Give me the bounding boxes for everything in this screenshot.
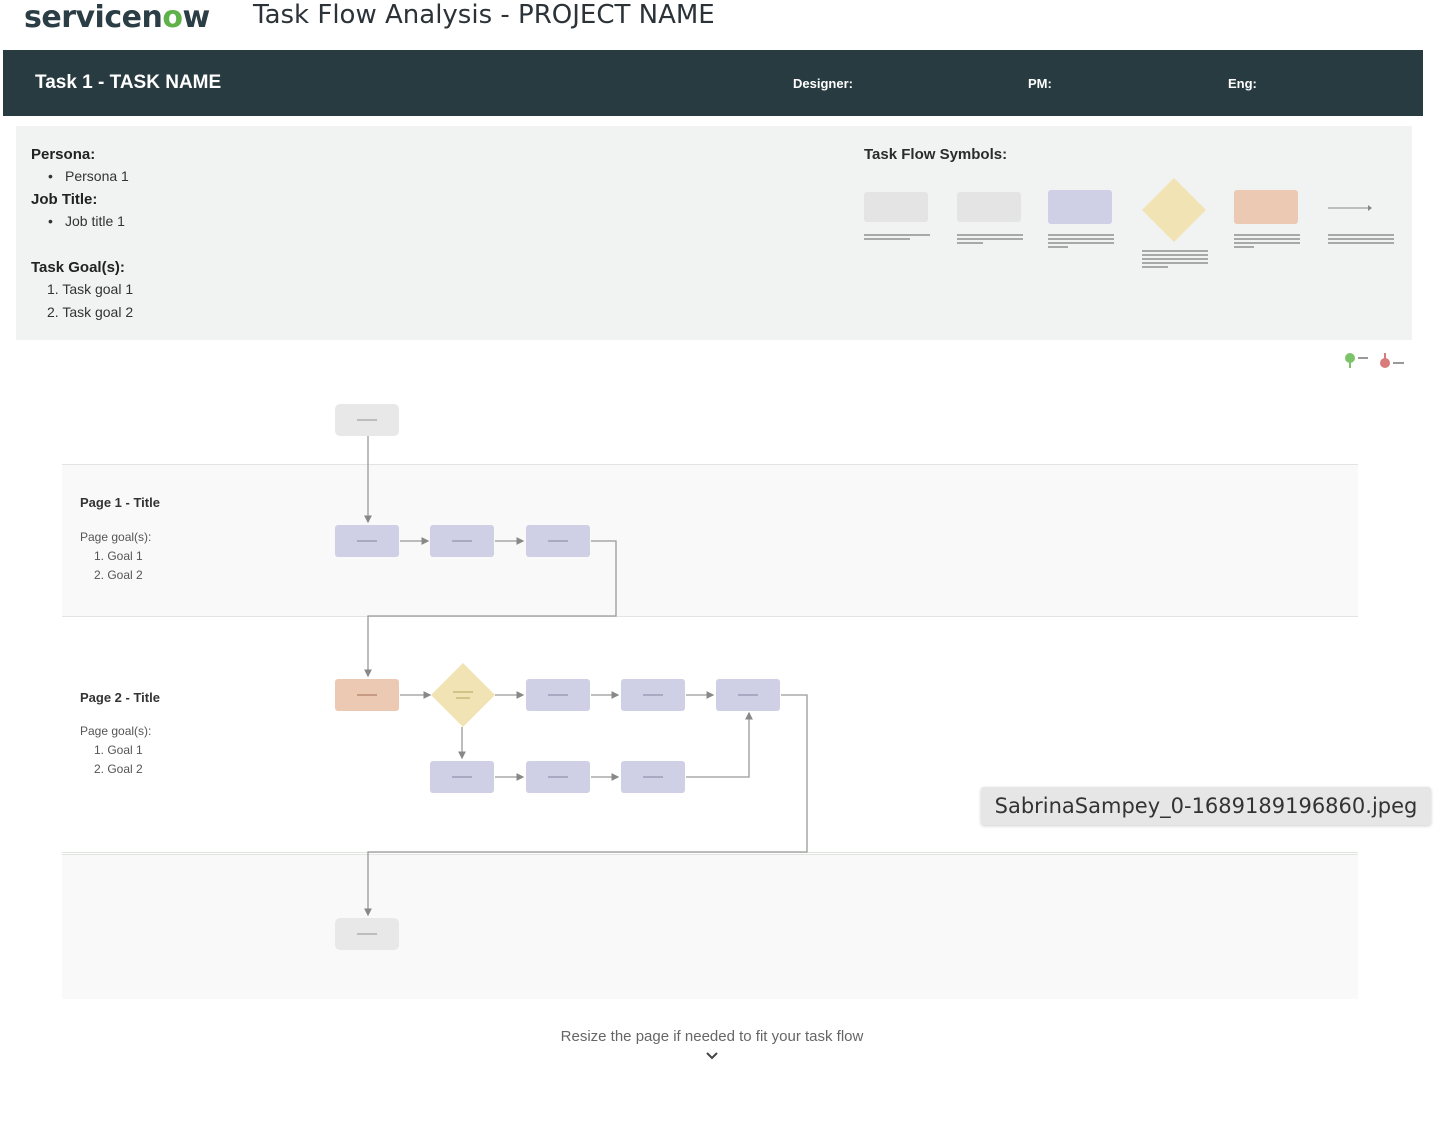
flow-page-node xyxy=(716,679,780,711)
task-goal-2: 2. Task goal 2 xyxy=(47,304,134,320)
symbol-system xyxy=(1234,190,1298,224)
designer-label: Designer: xyxy=(793,76,853,91)
legend-pins xyxy=(1345,353,1404,368)
symbol-start xyxy=(864,192,928,222)
symbol-page xyxy=(1048,190,1112,224)
task-goals-label: Task Goal(s): xyxy=(31,259,125,276)
flow-page-node xyxy=(335,525,399,557)
page-title: Task Flow Analysis - PROJECT NAME xyxy=(253,0,715,30)
flow-page-node xyxy=(526,525,590,557)
flow-end-node xyxy=(335,918,399,950)
job-title-item: Job title 1 xyxy=(65,213,125,229)
lane-2-goals-label: Page goal(s): xyxy=(80,724,152,738)
pm-label: PM: xyxy=(1028,76,1052,91)
task-info-panel: Persona: • Persona 1 Job Title: • Job ti… xyxy=(16,126,1412,340)
swimlane-end xyxy=(62,854,1358,999)
resize-note: Resize the page if needed to fit your ta… xyxy=(560,1028,864,1045)
persona-bullet: • xyxy=(48,168,53,184)
persona-label: Persona: xyxy=(31,146,96,163)
job-title-bullet: • xyxy=(48,213,53,229)
flow-page-node xyxy=(621,761,685,793)
flow-page-node xyxy=(526,761,590,793)
symbol-system-caption xyxy=(1234,232,1300,250)
flow-page-node xyxy=(430,525,494,557)
lane-2-goal-1: 1. Goal 1 xyxy=(94,743,143,757)
flow-decision-node xyxy=(431,663,495,727)
task-flow-symbols-title: Task Flow Symbols: xyxy=(864,146,1008,163)
flow-page-node xyxy=(526,679,590,711)
symbol-page-caption xyxy=(1048,232,1114,250)
task-header-bar: Task 1 - TASK NAME Designer: PM: Eng: xyxy=(3,50,1423,116)
lane-1-goal-2: 2. Goal 2 xyxy=(94,568,143,582)
lane-1-title: Page 1 - Title xyxy=(80,495,160,510)
flow-page-node xyxy=(430,761,494,793)
lane-2-title: Page 2 - Title xyxy=(80,690,160,705)
servicenow-logo: servicenow xyxy=(24,0,210,35)
symbol-start-caption xyxy=(864,232,930,242)
flow-page-node xyxy=(621,679,685,711)
symbol-decision-caption xyxy=(1142,248,1208,270)
lane-1-goal-1: 1. Goal 1 xyxy=(94,549,143,563)
task-goal-1: 1. Task goal 1 xyxy=(47,281,134,297)
task-name: Task 1 - TASK NAME xyxy=(35,72,222,93)
swimlane-page-1 xyxy=(62,464,1358,617)
filename-tooltip: SabrinaSampey_0-1689189196860.jpeg xyxy=(981,787,1431,825)
symbol-decision xyxy=(1142,178,1206,242)
symbol-end xyxy=(957,192,1021,222)
flow-system-node xyxy=(335,679,399,711)
chevron-down-icon[interactable] xyxy=(704,1050,720,1062)
green-pin-icon xyxy=(1345,353,1355,363)
symbol-arrow xyxy=(1328,205,1372,211)
job-title-label: Job Title: xyxy=(31,191,98,208)
symbol-end-caption xyxy=(957,232,1023,246)
persona-item: Persona 1 xyxy=(65,168,129,184)
lane-2-goal-2: 2. Goal 2 xyxy=(94,762,143,776)
lane-1-goals-label: Page goal(s): xyxy=(80,530,152,544)
flow-start-node xyxy=(335,404,399,436)
symbol-arrow-caption xyxy=(1328,232,1394,246)
eng-label: Eng: xyxy=(1228,76,1257,91)
red-pin-icon xyxy=(1380,358,1390,368)
